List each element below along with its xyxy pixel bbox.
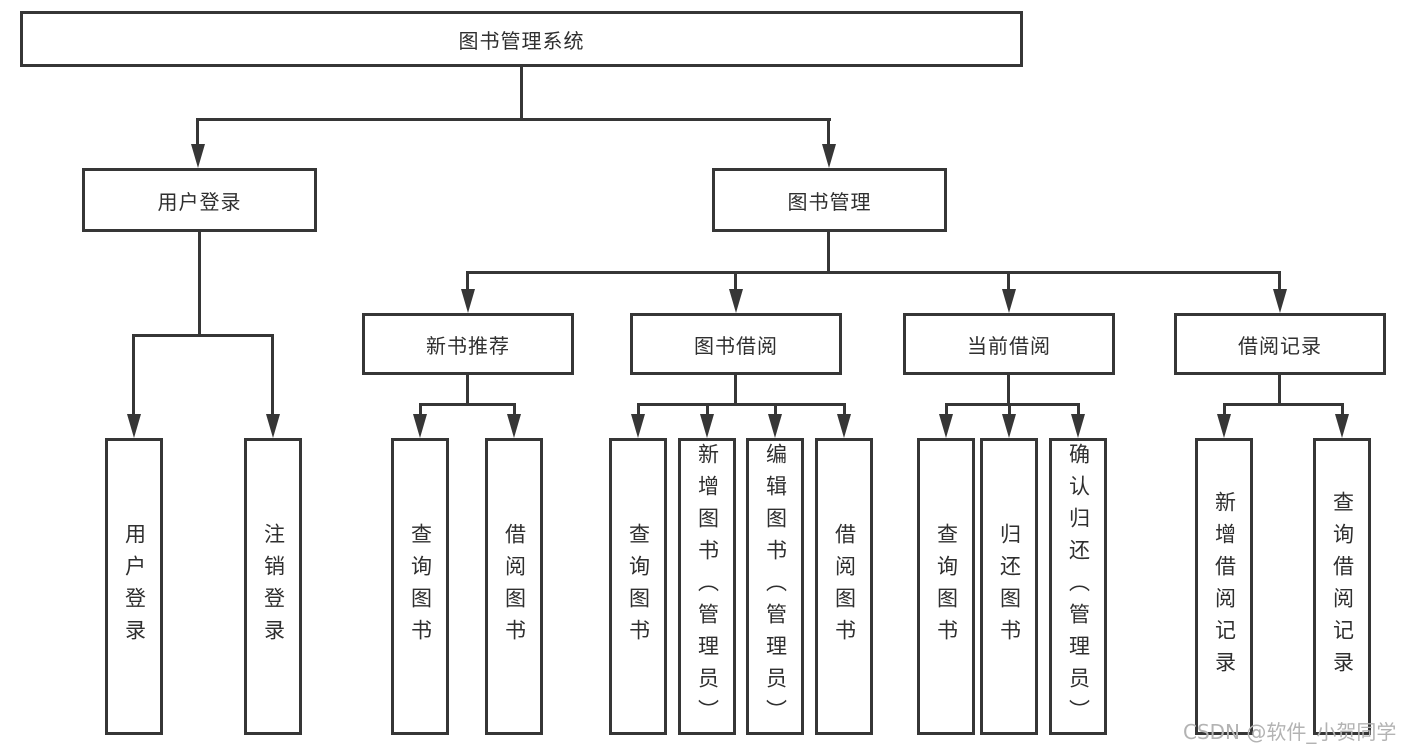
leaf-logout: 注销登录 [244, 438, 302, 735]
arrowhead-leaf-edit-book-admin [768, 414, 782, 438]
node-root: 图书管理系统 [20, 11, 1023, 67]
arrowhead-leaf-query-book-current [939, 414, 953, 438]
leaf-add-book-admin: 新增图书（管理员） [678, 438, 736, 735]
connector-book-borrow-rail [637, 403, 846, 406]
connector-stub-leaf-user-login [132, 334, 135, 416]
leaf-confirm-return-admin: 确认归还（管理员） [1049, 438, 1107, 735]
leaf-user-login: 用户登录 [105, 438, 163, 735]
arrowhead-leaf-confirm-return-admin [1071, 414, 1085, 438]
connector-borrow-records-stem [1278, 375, 1281, 406]
connector-root-stem [520, 67, 523, 121]
arrowhead-leaf-query-book-borrow [631, 414, 645, 438]
leaf-query-borrow-record: 查询借阅记录 [1313, 438, 1371, 735]
connector-stub-current-borrow [1007, 271, 1010, 291]
connector-new-book-rail [419, 403, 516, 406]
arrowhead-leaf-return-book [1002, 414, 1016, 438]
connector-stub-leaf [1223, 403, 1226, 417]
connector-stub-leaf [1008, 403, 1011, 417]
leaf-return-book: 归还图书 [980, 438, 1038, 735]
node-book-borrow: 图书借阅 [630, 313, 842, 375]
arrowhead-leaf-borrow-book [837, 414, 851, 438]
connector-stub-leaf [706, 403, 709, 417]
arrowhead-book-management [822, 144, 836, 168]
connector-stub-leaf [419, 403, 422, 417]
node-book-management: 图书管理 [712, 168, 947, 232]
arrowhead-new-book [461, 289, 475, 313]
arrowhead-leaf-query-borrow-record [1335, 414, 1349, 438]
arrowhead-leaf-user-login [127, 414, 141, 438]
connector-new-book-stem [466, 375, 469, 406]
connector-stub-leaf [513, 403, 516, 417]
connector-book-borrow-stem [734, 375, 737, 406]
node-user-login: 用户登录 [82, 168, 317, 232]
arrowhead-leaf-add-book-admin [700, 414, 714, 438]
node-borrow-records: 借阅记录 [1174, 313, 1386, 375]
leaf-edit-book-admin: 编辑图书（管理员） [746, 438, 804, 735]
connector-stub-leaf [1341, 403, 1344, 417]
node-current-borrow: 当前借阅 [903, 313, 1115, 375]
leaf-query-book-recommend: 查询图书 [391, 438, 449, 735]
connector-stub-user-login [196, 118, 199, 146]
leaf-query-book-current: 查询图书 [917, 438, 975, 735]
arrowhead-book-borrow [729, 289, 743, 313]
connector-stub-leaf-logout [271, 334, 274, 416]
arrowhead-current-borrow [1002, 289, 1016, 313]
arrowhead-leaf-borrow-book-recommend [507, 414, 521, 438]
connector-current-borrow-rail [945, 403, 1080, 406]
connector-stub-new-book [466, 271, 469, 291]
leaf-borrow-book: 借阅图书 [815, 438, 873, 735]
connector-stub-leaf [945, 403, 948, 417]
csdn-watermark: CSDN @软件_小贺同学 [1183, 720, 1397, 744]
connector-level3-rail [466, 271, 1280, 274]
connector-stub-book-management [827, 118, 830, 146]
connector-stub-borrow-records [1278, 271, 1281, 291]
connector-level2-rail [197, 118, 831, 121]
connector-stub-leaf [1077, 403, 1080, 417]
node-new-book-recommend: 新书推荐 [362, 313, 574, 375]
connector-borrow-records-rail [1223, 403, 1344, 406]
leaf-add-borrow-record: 新增借阅记录 [1195, 438, 1253, 735]
arrowhead-user-login [191, 144, 205, 168]
connector-book-management-stem [827, 232, 830, 273]
connector-user-login-rail [133, 334, 274, 337]
connector-stub-leaf [774, 403, 777, 417]
connector-current-borrow-stem [1007, 375, 1010, 406]
leaf-query-book-borrow: 查询图书 [609, 438, 667, 735]
arrowhead-leaf-query-book-recommend [413, 414, 427, 438]
arrowhead-leaf-logout [266, 414, 280, 438]
arrowhead-borrow-records [1273, 289, 1287, 313]
arrowhead-leaf-add-borrow-record [1217, 414, 1231, 438]
leaf-borrow-book-recommend: 借阅图书 [485, 438, 543, 735]
connector-stub-book-borrow [734, 271, 737, 291]
connector-stub-leaf [843, 403, 846, 417]
connector-user-login-stem [198, 232, 201, 336]
connector-stub-leaf [637, 403, 640, 417]
